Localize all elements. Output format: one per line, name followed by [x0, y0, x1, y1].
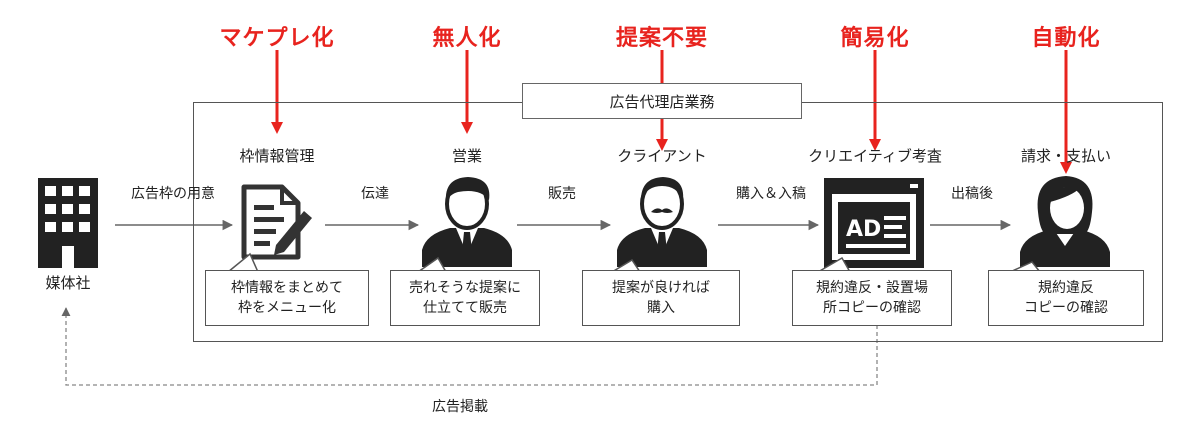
stage-title-4: クリエイティブ考査 — [808, 147, 942, 165]
note-line: 購入 — [647, 300, 675, 316]
ad-icon-text: AD — [846, 217, 881, 242]
note-line: 枠をメニュー化 — [238, 300, 336, 316]
stage-note-3: 提案が良ければ 購入 — [582, 270, 740, 326]
stage-title-3: クライアント — [617, 147, 707, 165]
improvement-label-4: 簡易化 — [840, 26, 910, 51]
stage-note-4: 規約違反・設置場 所コピーの確認 — [792, 270, 952, 326]
note-line: 規約違反 — [1038, 280, 1094, 296]
client-icon — [617, 177, 707, 267]
flow-label-3: 販売 — [548, 186, 576, 202]
salesperson-icon — [422, 177, 512, 267]
note-line: コピーの確認 — [1024, 300, 1108, 316]
improvement-label-2: 無人化 — [432, 26, 502, 51]
stage-title-2: 営業 — [451, 147, 482, 165]
note-line: 所コピーの確認 — [823, 300, 921, 316]
stage-title-5: 請求・支払い — [1020, 147, 1111, 165]
frame-title: 広告代理店業務 — [522, 83, 802, 119]
improvement-label-1: マケプレ化 — [219, 26, 335, 51]
note-line: 枠情報をまとめて — [231, 280, 343, 296]
media-company-label: 媒体社 — [45, 274, 91, 292]
return-path — [61, 307, 878, 386]
note-line: 仕立てて販売 — [423, 300, 507, 316]
improvement-label-5: 自動化 — [1031, 26, 1101, 51]
document-pen-icon — [241, 184, 312, 260]
stage-note-2: 売れそうな提案に 仕立てて販売 — [390, 270, 540, 326]
billing-person-icon — [1020, 176, 1110, 267]
building-icon — [38, 178, 98, 268]
note-line: 提案が良ければ — [612, 280, 710, 296]
flow-label-1: 広告枠の用意 — [131, 186, 215, 202]
note-line: 規約違反・設置場 — [816, 280, 928, 296]
return-flow-label: 広告掲載 — [432, 399, 488, 415]
flow-label-5: 出稿後 — [951, 186, 993, 202]
ad-screen-icon: AD — [824, 178, 924, 268]
stage-note-1: 枠情報をまとめて 枠をメニュー化 — [205, 270, 369, 326]
improvement-label-3: 提案不要 — [615, 26, 708, 51]
flow-label-4: 購入＆入稿 — [736, 186, 806, 202]
flow-label-2: 伝達 — [361, 186, 389, 202]
note-line: 売れそうな提案に — [409, 280, 521, 296]
stage-title-1: 枠情報管理 — [239, 147, 315, 165]
stage-note-5: 規約違反 コピーの確認 — [988, 270, 1144, 326]
